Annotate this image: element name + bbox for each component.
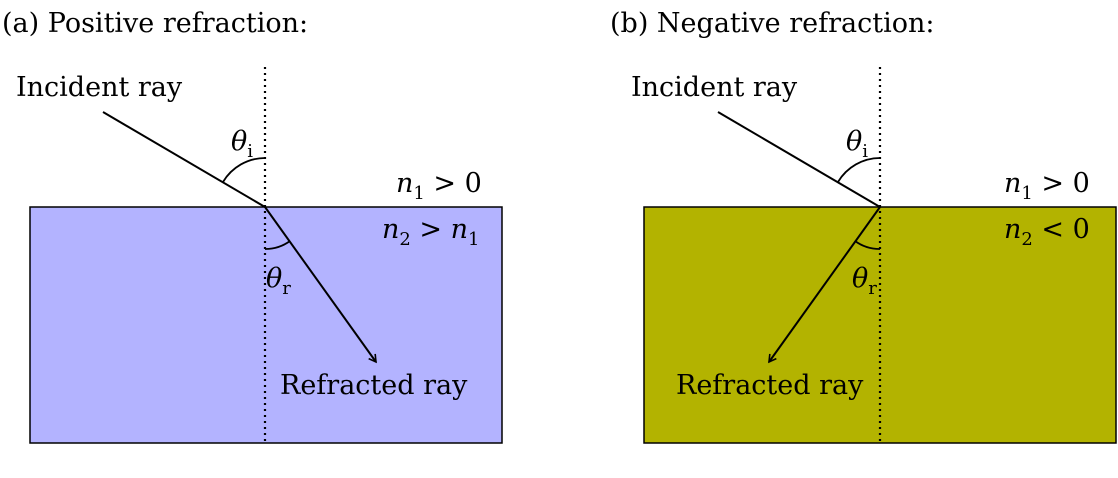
panel-b-incident-ray bbox=[717, 111, 881, 208]
panel-a-refracted-angle-arc bbox=[264, 240, 291, 250]
panel-a-theta-r: θr bbox=[266, 263, 291, 299]
panel-b-n2-label: n2 < 0 bbox=[1004, 214, 1090, 250]
panel-a-theta-i: θi bbox=[231, 126, 253, 162]
panel-b-incident-label: Incident ray bbox=[631, 72, 798, 103]
panel-a-refracted-ray bbox=[264, 206, 377, 364]
panel-a-n1-label: n1 > 0 bbox=[396, 168, 482, 204]
panel-positive-refraction: (a) Positive refraction: Incident ray Re… bbox=[2, 8, 503, 444]
panel-b-heading: (b) Negative refraction: bbox=[610, 8, 934, 39]
panel-b-theta-i: θi bbox=[846, 126, 868, 162]
panel-a-heading: (a) Positive refraction: bbox=[2, 8, 308, 39]
panel-b-refracted-ray bbox=[768, 206, 881, 364]
panel-b-refracted-angle-arc bbox=[854, 240, 881, 250]
panel-a-incident-label: Incident ray bbox=[16, 72, 183, 103]
panel-b-refracted-label: Refracted ray bbox=[676, 370, 864, 401]
panel-a-incident-angle-arc bbox=[222, 157, 266, 183]
panel-a-n2-label: n2 > n1 bbox=[382, 214, 479, 250]
panel-b-n1-label: n1 > 0 bbox=[1004, 168, 1090, 204]
panel-a-incident-ray bbox=[102, 111, 266, 208]
panel-b-incident-angle-arc bbox=[837, 157, 881, 183]
panel-b-theta-r: θr bbox=[852, 263, 877, 299]
panel-negative-refraction: (b) Negative refraction: Incident ray Re… bbox=[610, 8, 1117, 444]
panel-a-refracted-label: Refracted ray bbox=[280, 370, 468, 401]
